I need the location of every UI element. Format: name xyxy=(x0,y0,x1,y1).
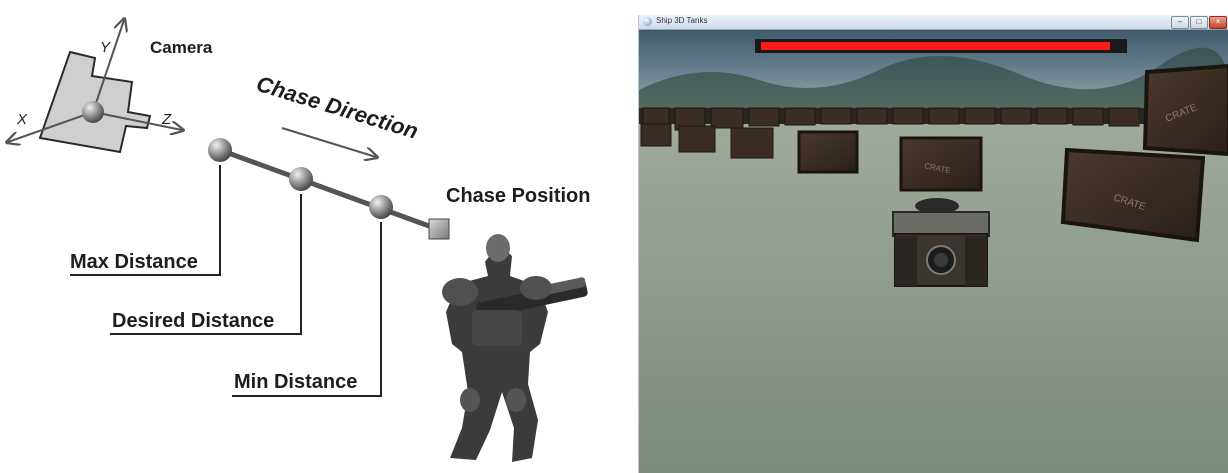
game-viewport: CRATE CRATE CRATE xyxy=(639,30,1228,473)
max-distance-ball xyxy=(208,138,232,162)
close-button[interactable]: × xyxy=(1209,16,1227,29)
chase-rod xyxy=(219,147,441,233)
player-tank xyxy=(892,198,990,287)
crate-mid-2: CRATE xyxy=(899,136,983,192)
crate-right-near: CRATE xyxy=(1060,147,1206,243)
soldier-figure xyxy=(442,234,588,462)
x-axis-line xyxy=(8,111,94,142)
desired-distance-ball xyxy=(289,167,313,191)
window-title: Ship 3D Tanks xyxy=(656,16,708,25)
desired-distance-leader xyxy=(110,194,302,335)
camera-label: Camera xyxy=(150,38,213,57)
app-icon xyxy=(643,17,652,26)
max-distance-leader xyxy=(70,165,221,276)
camera-origin-ball xyxy=(82,101,104,123)
crate-top-right: CRATE xyxy=(1142,64,1228,156)
crate-mid-1 xyxy=(797,130,859,174)
chase-position-cube xyxy=(428,218,450,240)
crate-row-far xyxy=(639,107,1228,159)
desired-distance-label: Desired Distance xyxy=(112,310,274,332)
z-axis-line xyxy=(92,111,182,130)
health-bar-fill xyxy=(761,42,1110,50)
chase-direction-arrow xyxy=(281,127,376,157)
min-distance-leader xyxy=(232,222,382,397)
x-axis-label: X xyxy=(16,111,28,128)
health-bar xyxy=(755,39,1127,53)
chase-direction-label: Chase Direction xyxy=(254,71,421,144)
min-distance-ball xyxy=(369,195,393,219)
max-distance-label: Max Distance xyxy=(70,251,198,273)
y-axis-line xyxy=(92,20,124,113)
z-axis-label: Z xyxy=(161,111,172,128)
y-axis-label: Y xyxy=(100,39,111,56)
chase-camera-diagram: Y X Z Camera Chase Direction Chase Posit… xyxy=(0,0,590,462)
minimize-button[interactable]: – xyxy=(1171,16,1189,29)
min-distance-label: Min Distance xyxy=(234,371,357,393)
window-titlebar: Ship 3D Tanks – □ × xyxy=(639,15,1228,30)
chase-position-label: Chase Position xyxy=(446,185,590,207)
game-window: Ship 3D Tanks – □ × xyxy=(638,15,1228,473)
maximize-button[interactable]: □ xyxy=(1190,16,1208,29)
